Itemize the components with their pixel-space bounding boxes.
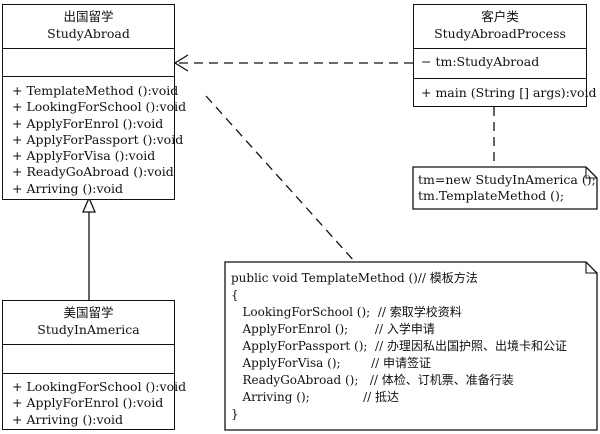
- class-study-abroad-title-cn: 出国留学: [63, 9, 114, 24]
- note-line: ApplyForEnrol (); // 入学申请: [231, 322, 435, 336]
- generalization-triangle: [82, 196, 96, 213]
- class-study-abroad-attributes: [3, 48, 174, 76]
- method-item: + main (String [] args):void: [421, 85, 597, 100]
- method-item: + ApplyForEnrol ():void: [12, 395, 164, 411]
- note-line: ApplyForPassport (); // 办理因私出国护照、出境卡和公证: [231, 339, 567, 353]
- method-item: + LookingForSchool ():void: [12, 379, 187, 394]
- class-america-attributes: [3, 344, 174, 373]
- template-note-anchor: [205, 95, 356, 263]
- class-study-in-america: 美国留学 StudyInAmerica + LookingForSchool (…: [2, 300, 187, 430]
- class-america-title-en: StudyInAmerica: [37, 322, 140, 337]
- note-line: ApplyForVisa (); // 申请签证: [231, 356, 431, 370]
- class-client-title-en: StudyAbroadProcess: [434, 26, 566, 41]
- class-client-header: 客户类 StudyAbroadProcess: [414, 5, 586, 48]
- note-line: LookingForSchool (); // 索取学校资料: [231, 305, 462, 319]
- note-line: public void TemplateMethod ()// 模板方法: [231, 271, 478, 285]
- note-line: ReadyGoAbroad (); // 体检、订机票、准备行装: [231, 373, 514, 387]
- template-note-border: [224, 261, 598, 431]
- method-item: + ApplyForVisa ():void: [12, 148, 156, 164]
- note-line: tm.TemplateMethod ();: [418, 188, 565, 203]
- method-item: + ApplyForEnrol ():void: [12, 115, 164, 131]
- method-item: + TemplateMethod ():void: [12, 83, 179, 98]
- method-item: + Arriving ():void: [12, 180, 124, 196]
- class-study-abroad-header: 出国留学 StudyAbroad: [3, 5, 174, 48]
- template-method-note: public void TemplateMethod ()// 模板方法 { L…: [231, 270, 593, 423]
- class-study-abroad-title-en: StudyAbroad: [47, 26, 130, 41]
- note-line: tm=new StudyInAmerica ();: [418, 172, 596, 187]
- client-note-border: [412, 166, 598, 210]
- class-client-attributes: − tm:StudyAbroad: [414, 48, 586, 78]
- class-study-abroad-methods: + TemplateMethod ():void + LookingForSch…: [3, 76, 187, 197]
- class-study-abroad-process: 客户类 StudyAbroadProcess − tm:StudyAbroad …: [413, 4, 597, 107]
- method-item: + LookingForSchool ():void: [12, 99, 187, 115]
- template-note-fold: [585, 262, 597, 274]
- note-line: }: [231, 407, 239, 421]
- note-line: {: [231, 288, 239, 302]
- class-america-methods: + LookingForSchool ():void + ApplyForEnr…: [3, 373, 187, 428]
- class-client-title-cn: 客户类: [481, 9, 519, 24]
- note-line: Arriving (); // 抵达: [231, 390, 399, 404]
- dependency-arrowhead: [173, 54, 189, 72]
- method-item: + ReadyGoAbroad ():void: [12, 164, 174, 180]
- class-america-header: 美国留学 StudyInAmerica: [3, 301, 174, 344]
- method-item: + Arriving ():void: [12, 411, 124, 427]
- method-item: + ApplyForPassport ():void: [12, 131, 184, 147]
- attribute-item: − tm:StudyAbroad: [421, 54, 540, 69]
- client-note-fold: [585, 167, 597, 179]
- class-america-title-cn: 美国留学: [63, 305, 114, 320]
- class-study-abroad: 出国留学 StudyAbroad + TemplateMethod ():voi…: [2, 4, 187, 200]
- class-client-methods: + main (String [] args):void: [414, 78, 597, 101]
- client-note: tm=new StudyInAmerica (); tm.TemplateMet…: [418, 172, 596, 204]
